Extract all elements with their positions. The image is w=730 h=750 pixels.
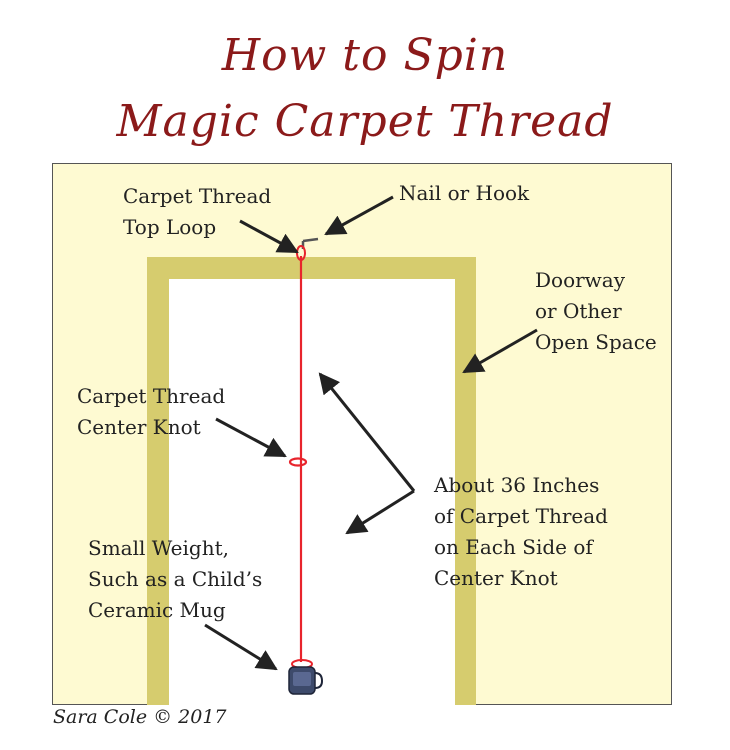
label-length-line-3: on Each Side of (434, 535, 593, 559)
label-weight-line-1: Small Weight, (88, 536, 229, 560)
label-nail-line-1: Nail or Hook (399, 181, 530, 205)
arrow-length-down (345, 489, 415, 535)
title-line-2: Magic Carpet Thread (116, 96, 614, 147)
arrow-center-knot (215, 417, 287, 458)
arrow-weight (204, 623, 278, 671)
label-top-loop-line-2: Top Loop (123, 215, 217, 239)
label-doorway: Doorway or Other Open Space (535, 265, 657, 358)
title-line-1: How to Spin (221, 30, 509, 81)
mug-icon (288, 659, 324, 695)
label-weight-line-3: Ceramic Mug (88, 598, 226, 622)
label-nail: Nail or Hook (399, 178, 529, 209)
label-doorway-line-3: Open Space (535, 330, 657, 354)
label-length-line-4: Center Knot (434, 566, 558, 590)
arrow-doorway (462, 328, 538, 374)
label-center-knot: Carpet Thread Center Knot (77, 381, 225, 443)
label-length-line-2: of Carpet Thread (434, 504, 608, 528)
label-weight: Small Weight, Such as a Child’s Ceramic … (88, 533, 262, 626)
copyright-credit: Sara Cole © 2017 (53, 706, 227, 728)
label-doorway-line-2: or Other (535, 299, 622, 323)
label-weight-line-2: Such as a Child’s (88, 567, 263, 591)
door-opening (169, 279, 455, 705)
label-doorway-line-1: Doorway (535, 268, 626, 292)
label-length: About 36 Inches of Carpet Thread on Each… (434, 470, 608, 594)
nail-icon (301, 237, 319, 249)
arrow-nail (324, 195, 394, 236)
label-length-line-1: About 36 Inches (434, 473, 600, 497)
label-center-knot-line-1: Carpet Thread (77, 384, 226, 408)
label-top-loop-line-1: Carpet Thread (123, 184, 272, 208)
arrow-length-up (318, 372, 416, 492)
center-knot (288, 457, 308, 467)
label-center-knot-line-2: Center Knot (77, 415, 201, 439)
arrow-top-loop (239, 219, 299, 254)
label-top-loop: Carpet Thread Top Loop (123, 181, 271, 243)
